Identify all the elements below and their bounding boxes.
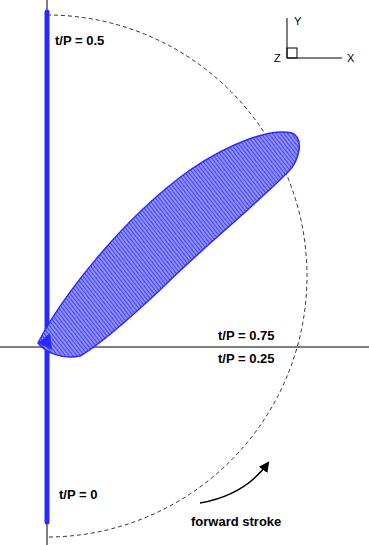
wing-root <box>38 333 52 350</box>
phase-label: t/P = 0 <box>58 487 98 502</box>
axis-label: Z <box>273 51 282 66</box>
y-axis <box>47 0 48 545</box>
phase-label: t/P = 0.25 <box>217 351 276 366</box>
stroke-label: forward stroke <box>190 514 282 529</box>
stroke-direction-arrow <box>200 463 268 503</box>
axis-label: Y <box>293 14 302 29</box>
wing-edge-on <box>45 12 50 522</box>
phase-label: t/P = 0.75 <box>217 328 276 343</box>
axis-label: X <box>346 51 355 66</box>
triad-z <box>287 48 297 58</box>
wing-sweep <box>38 132 299 357</box>
phase-label: t/P = 0.5 <box>54 33 105 48</box>
